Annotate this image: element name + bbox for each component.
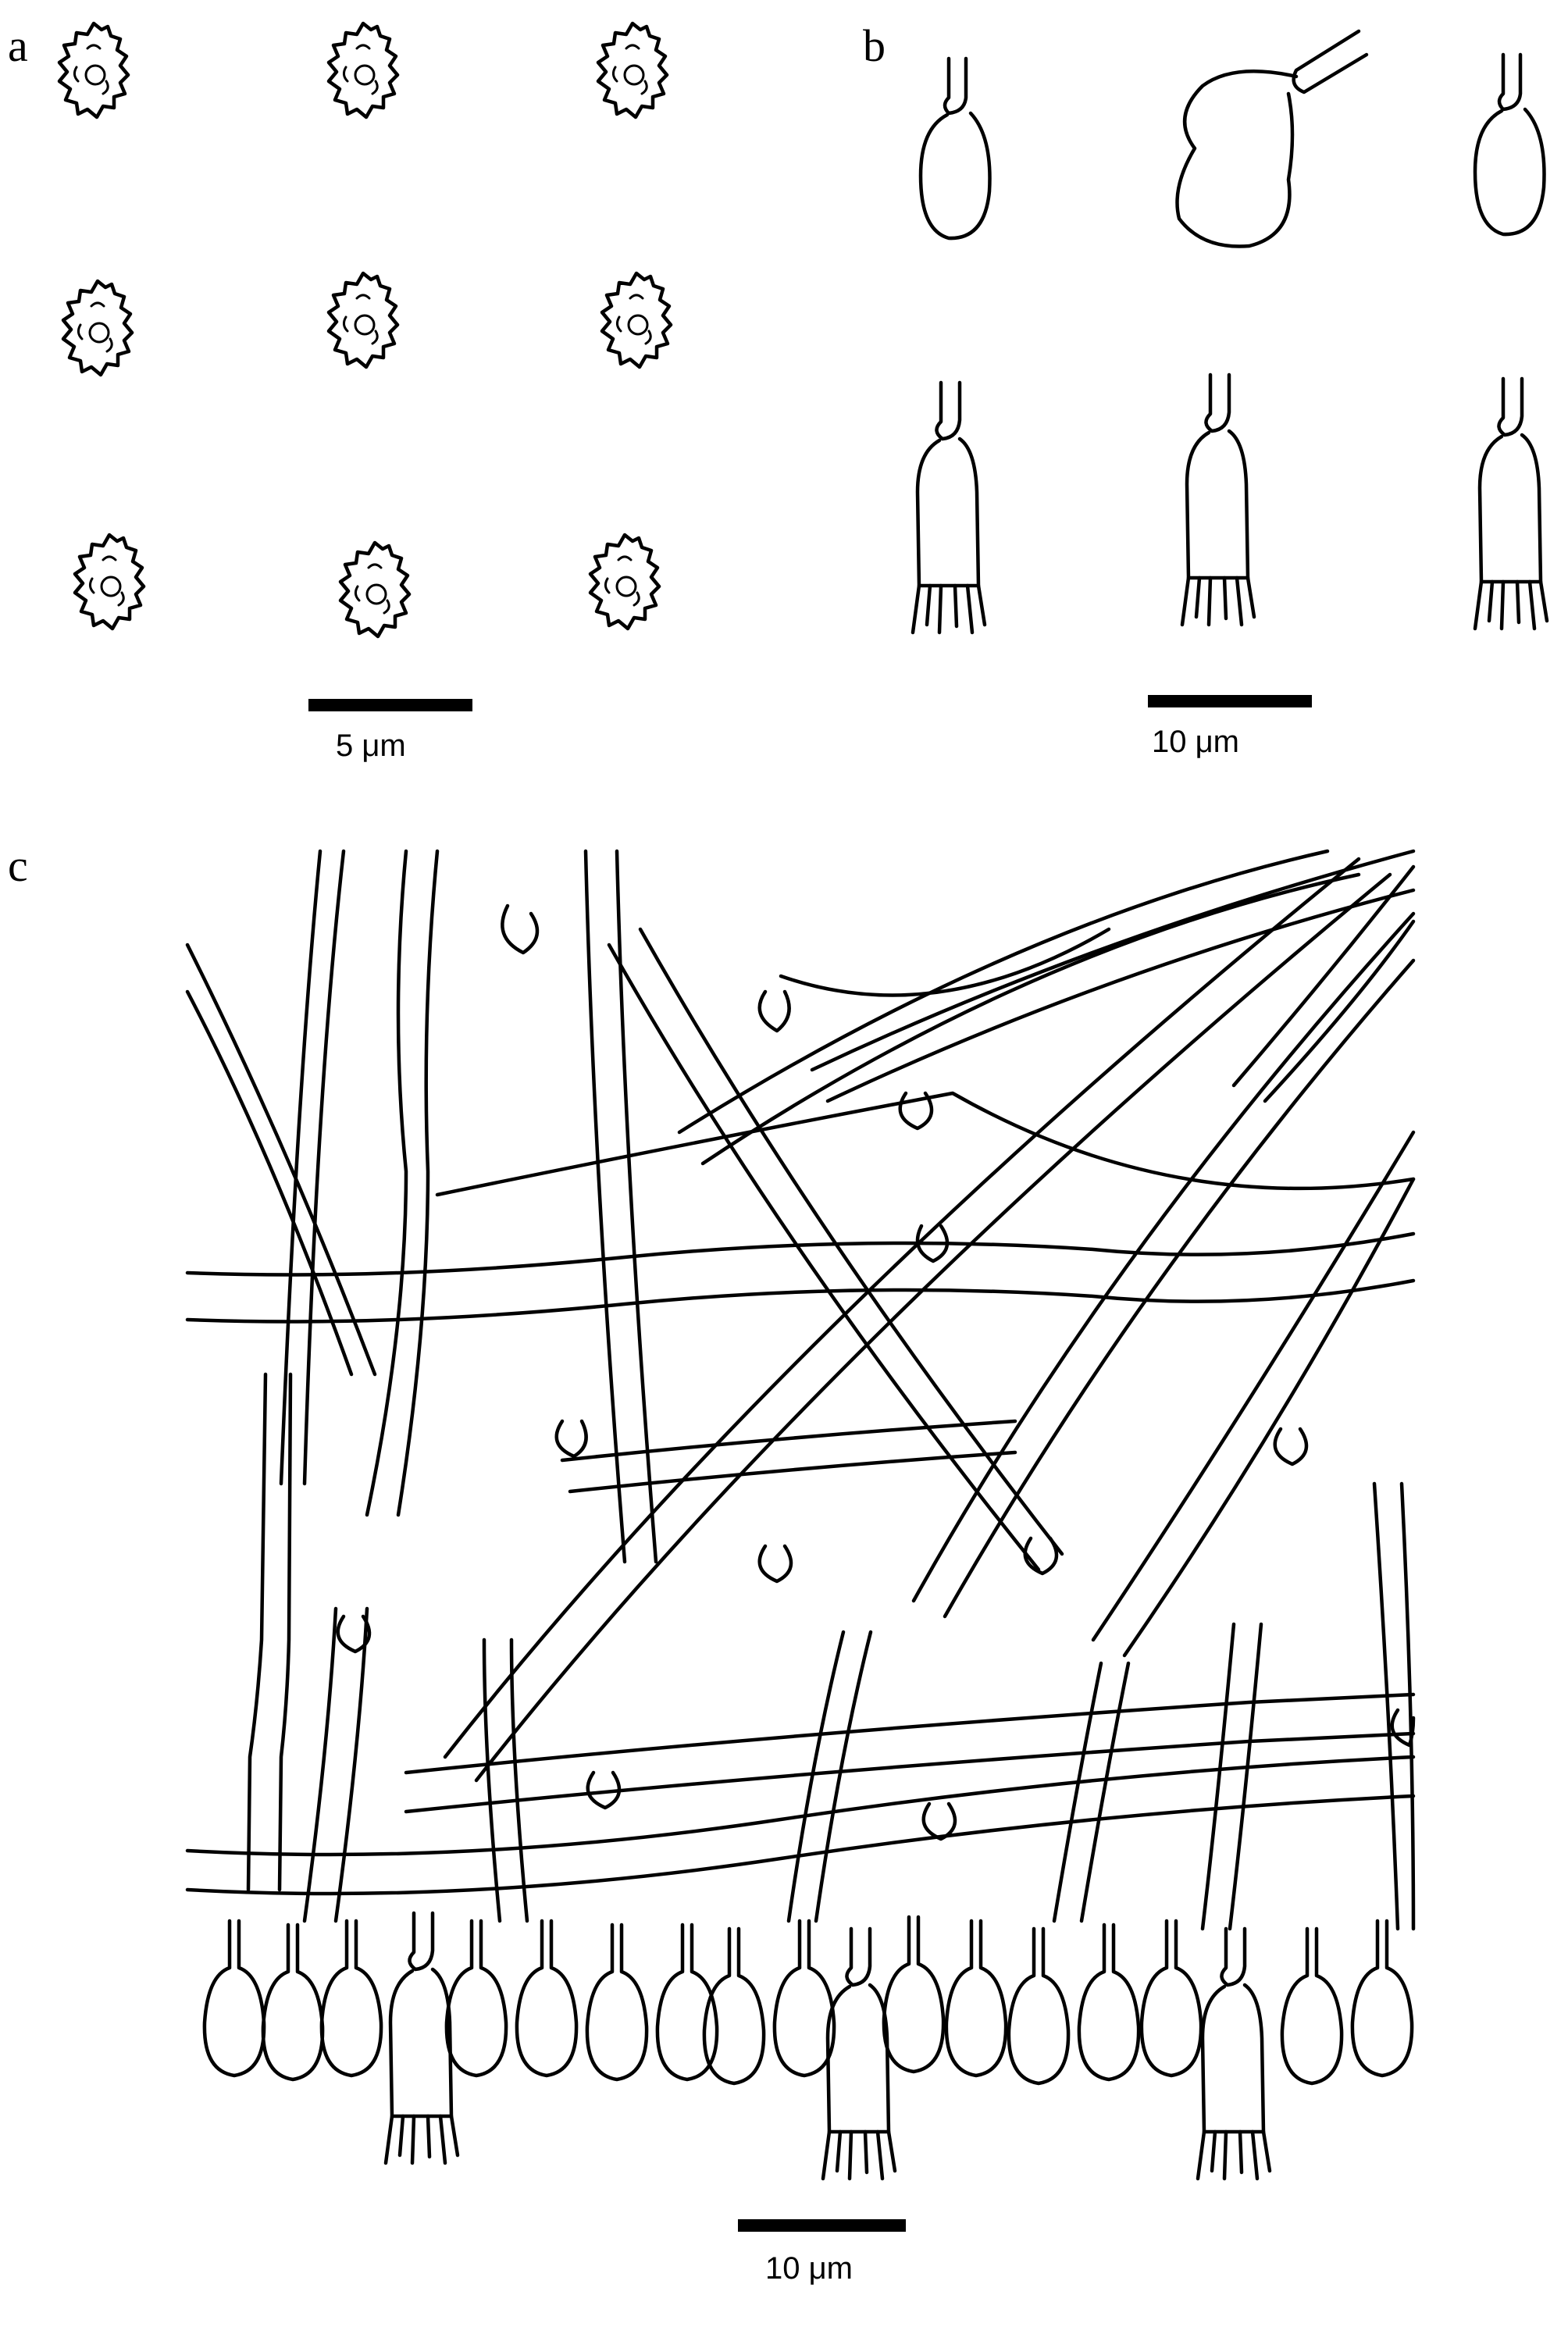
basidiole: [1475, 55, 1545, 234]
basidium: [823, 1929, 895, 2179]
basidiole: [263, 1925, 323, 2079]
basidium: [1182, 375, 1254, 625]
basidiole: [1282, 1929, 1342, 2083]
panel-c-hyphae: [185, 849, 1416, 2179]
spore: [598, 23, 667, 117]
panel-a-letter: a: [8, 20, 28, 71]
spore: [329, 273, 397, 367]
panel-a-scale-bar: [308, 699, 472, 711]
panel-b-basidia: [913, 29, 1547, 633]
basidiole: [322, 1921, 381, 2076]
panel-c-scale-bar: [738, 2219, 906, 2232]
basidium: [1198, 1929, 1270, 2179]
basidiole: [1079, 1925, 1139, 2079]
spore: [63, 281, 132, 375]
panel-b-scale-bar: [1148, 695, 1312, 707]
spore: [602, 273, 671, 367]
spore: [75, 535, 144, 629]
basidiole: [1352, 1921, 1412, 2076]
basidiole: [946, 1921, 1006, 2076]
basidiole: [884, 1917, 943, 2072]
basidiole: [1009, 1929, 1068, 2083]
panel-b-scale-label: 10 μm: [1152, 725, 1239, 759]
basidiole: [447, 1921, 506, 2076]
basidiole: [205, 1921, 264, 2076]
basidium: [1475, 379, 1547, 629]
basidiole: [921, 59, 990, 238]
basidiole: [517, 1921, 576, 2076]
spore: [329, 23, 397, 117]
basidium: [913, 383, 985, 633]
basidiole: [775, 1921, 834, 2076]
panel-c-scale-label: 10 μm: [765, 2251, 853, 2286]
basidiole: [587, 1925, 647, 2079]
panel-b-letter: b: [863, 20, 886, 71]
basidiole: [1175, 29, 1369, 248]
spore: [590, 535, 659, 629]
spore: [59, 23, 128, 117]
spore: [340, 543, 409, 636]
basidiole: [1142, 1921, 1201, 2076]
panel-a-spores: [59, 23, 671, 636]
panel-a-scale-label: 5 μm: [336, 729, 406, 763]
panel-c-letter: c: [8, 840, 28, 891]
